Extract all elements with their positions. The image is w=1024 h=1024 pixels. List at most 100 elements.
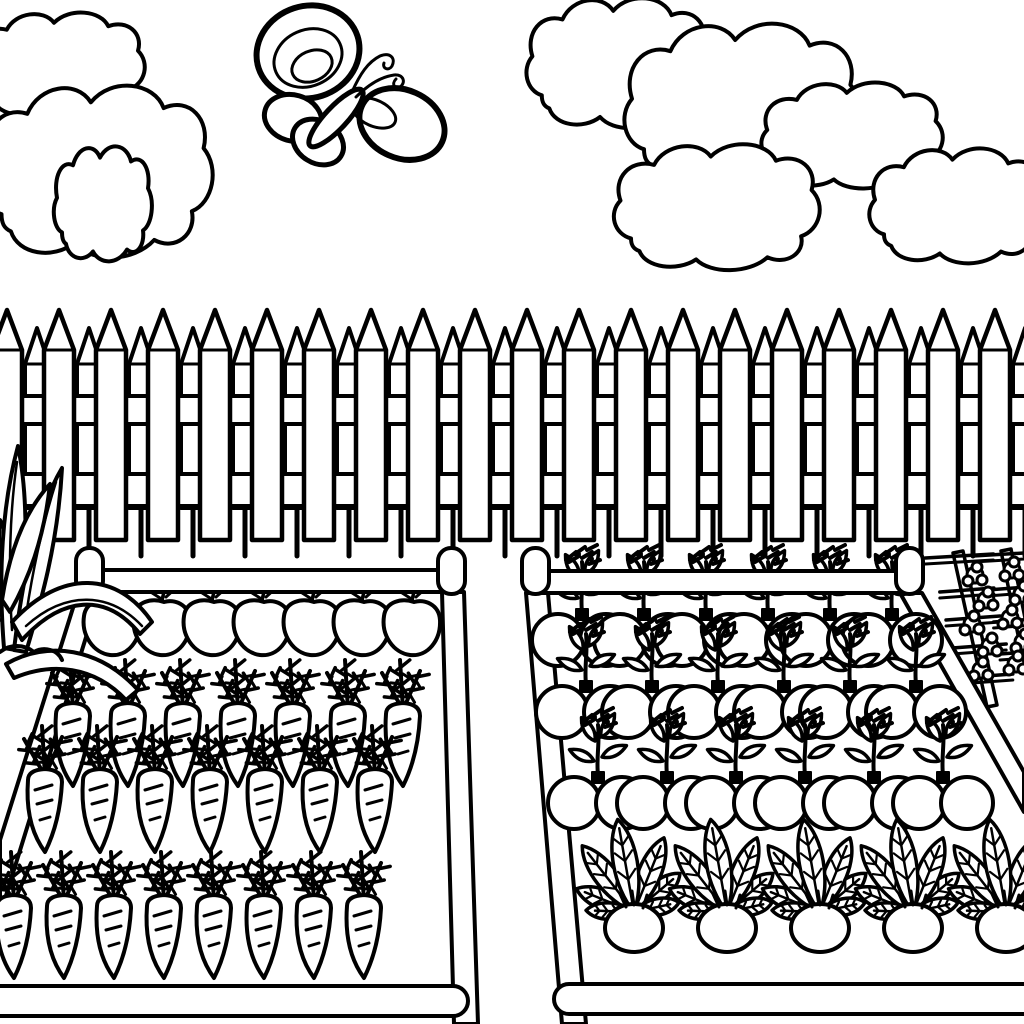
tomato-bud: [588, 556, 594, 562]
tomato-bud: [823, 551, 829, 557]
tomato-leaf: [876, 743, 905, 760]
tomato-bud: [843, 623, 849, 629]
tomato-top-leaflet: [835, 558, 850, 566]
carrot-leaflet: [286, 694, 298, 699]
carrot-root: [355, 767, 394, 854]
carrot-leaflet: [76, 864, 92, 871]
carrot-leaflet: [266, 753, 277, 758]
line-art-shape: [900, 833, 910, 847]
carrot-leaflet: [272, 675, 279, 686]
carrot-root: [194, 893, 233, 980]
line-art-shape: [872, 909, 880, 918]
carrot-leaflet: [155, 856, 165, 865]
line-art-shape: [871, 872, 886, 877]
crop-row-tomato-seedling: [534, 615, 968, 740]
line-art-shape: [784, 889, 790, 901]
line-art-shape: [657, 905, 666, 913]
carrot-leaflet: [65, 879, 76, 884]
carrot-leaflet: [86, 754, 93, 765]
carrot-leaflet: [147, 747, 157, 756]
carrot-plant: [286, 850, 342, 980]
butterfly: [253, 2, 448, 168]
line-art-shape: [944, 904, 953, 912]
carrot-root: [144, 893, 183, 980]
corn-leaf: [10, 581, 154, 642]
carrot-leaflet: [76, 871, 84, 882]
line-art-shape: [867, 885, 873, 897]
sky: [0, 0, 1024, 270]
line-art-shape: [955, 861, 970, 866]
carrot-root: [244, 893, 283, 980]
carrot-leaflet: [93, 867, 100, 878]
carrot-leaflet: [350, 880, 357, 891]
tomato-bud: [909, 623, 915, 629]
carrot-leaflet: [174, 664, 184, 673]
carrot-leaflet: [326, 871, 334, 882]
carrot-line: [154, 924, 173, 932]
carrot-line: [310, 798, 329, 806]
carrot-leaflet: [257, 747, 267, 756]
picket-tall: [405, 307, 441, 543]
turnip-rootlet: [804, 892, 814, 909]
tomato-top-leaflet: [723, 630, 738, 638]
tomato-stem: [715, 632, 721, 686]
carrot-leaflet: [382, 739, 393, 745]
tomato-top-leaflet: [750, 550, 764, 562]
line-art-shape: [665, 904, 674, 912]
carrot-line: [207, 941, 221, 948]
line-art-shape: [914, 844, 941, 906]
carrot-leaflet: [36, 730, 46, 739]
tomato-leaf: [600, 743, 629, 760]
tomato-top-leaflet: [782, 622, 796, 632]
carrot-leaflet: [134, 741, 141, 752]
tomato-bud: [637, 551, 643, 557]
carrot-leaflet: [98, 738, 109, 746]
carrot-leaflet: [279, 667, 293, 678]
tomato-top-leaflet: [571, 626, 585, 636]
line-art-shape: [807, 833, 817, 847]
cloud: [54, 146, 152, 261]
line-art-shape: [967, 851, 972, 866]
line-art-shape: [685, 872, 700, 877]
carrot-leaflet: [345, 685, 356, 700]
carrot-leaflet: [190, 673, 201, 679]
carrot-root: [80, 767, 119, 854]
line-art-shape: [895, 870, 909, 881]
carrot-line: [63, 732, 82, 740]
carrot-leaflet: [43, 738, 54, 746]
line-art-shape: [802, 870, 816, 881]
carrot-leaflet: [217, 863, 228, 878]
tomato-bud: [774, 556, 780, 562]
line-art-shape: [1015, 880, 1024, 888]
carrot-leaflet: [307, 886, 319, 891]
carrot-line: [7, 941, 21, 948]
corn-stalk: [0, 444, 154, 702]
carrot-leaflet: [131, 671, 142, 686]
carrot-line: [252, 909, 273, 918]
tomato-bud: [811, 719, 817, 725]
vine-cluster: [1018, 627, 1024, 641]
carrot-leaflet: [152, 751, 163, 766]
garden-bed-right: [520, 543, 1024, 1024]
tomato-leaf: [567, 747, 596, 764]
tomato-bud: [761, 551, 767, 557]
carrot-leaflet: [211, 877, 222, 892]
carrot-leaflet: [100, 880, 107, 891]
butterfly-right-wing: [356, 85, 448, 163]
line-art-shape: [796, 836, 810, 847]
carrot-leaflet: [167, 738, 183, 745]
picket-tall: [457, 307, 493, 543]
carrot-leaflet: [250, 679, 258, 690]
picket-tall: [353, 307, 389, 543]
carrot-leaflet: [332, 745, 340, 756]
carrot-leaflet: [24, 741, 31, 752]
carrot-leaflet: [117, 863, 128, 878]
tomato-top-leaflet: [753, 554, 767, 564]
carrot-leaflet: [107, 886, 119, 891]
line-art-shape: [985, 852, 999, 863]
carrot-leaflet: [205, 856, 215, 865]
carrot-leaflet: [200, 880, 207, 891]
tomato-top-leaflet: [787, 615, 801, 624]
carrot-leaflet: [389, 667, 403, 678]
carrot-leaflet: [326, 864, 342, 871]
